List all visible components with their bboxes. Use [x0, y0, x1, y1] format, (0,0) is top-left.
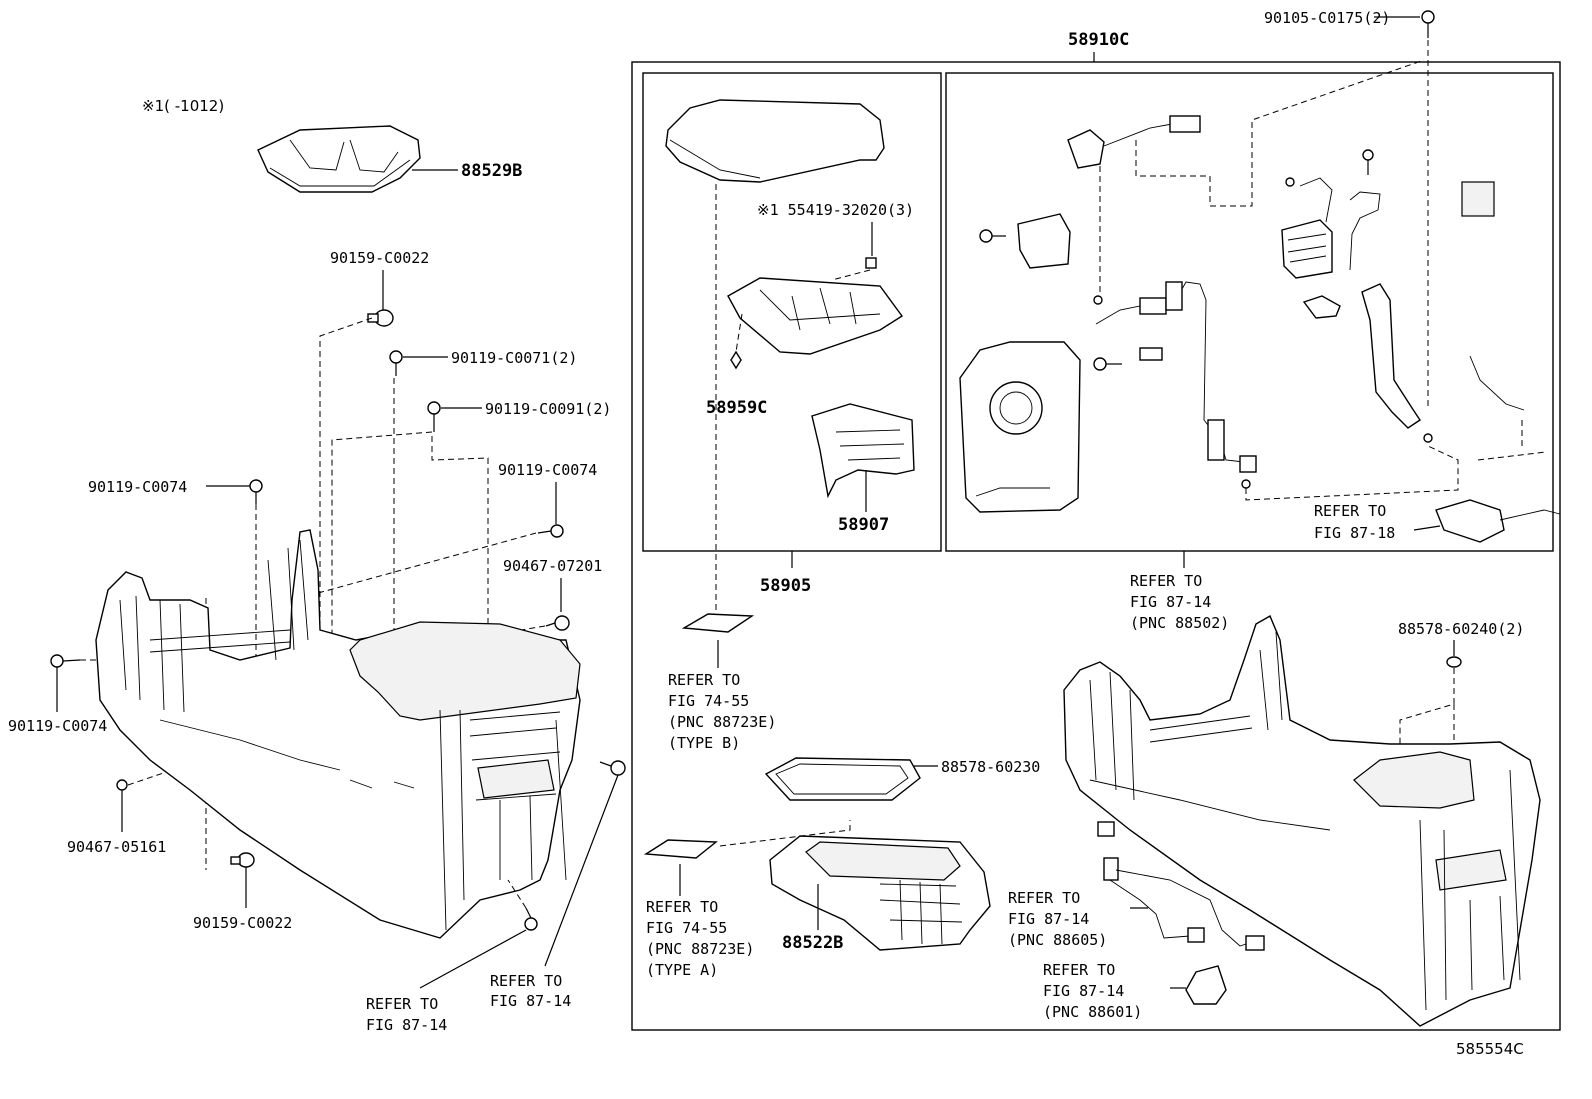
- clip-90159-top-part: [367, 309, 394, 327]
- label-90119-C0074-bottom: 90119-C0074: [8, 717, 107, 735]
- label-90467-05161: 90467-05161: [67, 838, 166, 856]
- switch-connector-part: [1067, 115, 1201, 169]
- clip-lower-center-part: [524, 907, 538, 931]
- hinge-plate-part: [727, 277, 904, 355]
- clip-90467-07201-part: [545, 615, 570, 631]
- refer-type-a-line4: (TYPE A): [646, 961, 718, 979]
- refer-88601-line2: FIG 87-14: [1043, 982, 1124, 1000]
- refer-left-line2: FIG 87-14: [366, 1016, 447, 1034]
- power-outlet-panel-part: [959, 341, 1081, 513]
- screw-bracket-part: [979, 229, 1006, 243]
- label-55419: ※1 55419-32020(3): [757, 201, 914, 219]
- aux-tube-part: [1302, 283, 1525, 429]
- panel-type-a-part: [643, 839, 718, 859]
- refer-type-b-line1: REFER TO: [668, 671, 740, 689]
- latch-58907-part: [811, 403, 915, 499]
- refer-87-18-line2: FIG 87-18: [1314, 524, 1395, 542]
- box-88522B-part: [769, 835, 991, 951]
- refer-88605-line1: REFER TO: [1008, 889, 1080, 907]
- refer-type-a-line2: FIG 74-55: [646, 919, 727, 937]
- assembly-right-frame: [945, 72, 1554, 552]
- screw-harness-part: [1093, 357, 1122, 371]
- panel-type-b-part: [681, 613, 755, 633]
- refer-88605-line2: FIG 87-14: [1008, 910, 1089, 928]
- refer-88502-line1: REFER TO: [1130, 572, 1202, 590]
- refer-88601-line3: (PNC 88601): [1043, 1003, 1142, 1021]
- label-58905: 58905: [760, 576, 811, 596]
- refer-88605-line3: (PNC 88605): [1008, 931, 1107, 949]
- screw-90119-C0074-bottom-part: [50, 654, 81, 668]
- grommet-mid-part: [1241, 479, 1251, 489]
- grommet-lower-part: [1423, 433, 1433, 443]
- label-58910C: 58910C: [1068, 30, 1129, 50]
- gasket-88578-60230-part: [764, 757, 921, 801]
- grommet-part: [1093, 295, 1103, 305]
- refer-87-18-line1: REFER TO: [1314, 502, 1386, 520]
- harness-88605-part: [1097, 821, 1265, 951]
- mat-88529B-part: [257, 125, 421, 193]
- cushion-88578-60240-part: [1446, 656, 1462, 668]
- armrest-lid-part: [665, 99, 885, 183]
- figure-id: 585554C: [1456, 1040, 1524, 1058]
- screw-usb-part: [1362, 149, 1374, 175]
- clip-lower-right-part: [599, 760, 626, 776]
- refer-mid-line2: FIG 87-14: [490, 992, 571, 1010]
- note-range-label: ※1( -1012): [142, 97, 224, 115]
- bracket-left-part: [1017, 213, 1071, 269]
- shift-plate-part: [1435, 499, 1561, 543]
- label-90467-07201: 90467-07201: [503, 557, 602, 575]
- refer-88502-line2: FIG 87-14: [1130, 593, 1211, 611]
- screw-90105-C0175-part: [1421, 10, 1435, 38]
- assembly-58910C-frame: [631, 61, 1561, 1031]
- clip-90467-05161-part: [116, 779, 128, 791]
- refer-type-b-line4: (TYPE B): [668, 734, 740, 752]
- label-pad-part: [1461, 181, 1495, 217]
- label-90119-C0074-left: 90119-C0074: [88, 478, 187, 496]
- pad-55419-part: [865, 257, 877, 269]
- label-90119-C0071: 90119-C0071(2): [451, 349, 577, 367]
- clip-58959C-part: [730, 350, 742, 370]
- clamp-part: [1139, 347, 1163, 361]
- screw-90119-C0074-mid-part: [537, 524, 564, 538]
- usb-module-part: [1281, 177, 1381, 279]
- screw-90119-C0091-part: [427, 401, 441, 432]
- center-console-body-left-part: [95, 529, 581, 939]
- refer-left-line1: REFER TO: [366, 995, 438, 1013]
- label-88522B: 88522B: [782, 933, 843, 953]
- label-88578-60240: 88578-60240(2): [1398, 620, 1524, 638]
- center-console-body-right-part: [1063, 614, 1541, 1027]
- label-88578-60230: 88578-60230: [941, 758, 1040, 776]
- refer-mid-line1: REFER TO: [490, 972, 562, 990]
- refer-type-a-line3: (PNC 88723E): [646, 940, 754, 958]
- label-90119-C0074-mid: 90119-C0074: [498, 461, 597, 479]
- wiring-harness-part: [1095, 281, 1257, 473]
- screw-90119-C0071-part: [389, 350, 403, 376]
- label-90159-C0022-top: 90159-C0022: [330, 249, 429, 267]
- screw-90119-C0074-left-part: [249, 479, 263, 504]
- label-58959C: 58959C: [706, 398, 767, 418]
- refer-type-a-line1: REFER TO: [646, 898, 718, 916]
- label-88529B: 88529B: [461, 161, 522, 181]
- label-90119-C0091: 90119-C0091(2): [485, 400, 611, 418]
- label-90105-C0175: 90105-C0175(2): [1264, 9, 1390, 27]
- grommet-top-part: [1285, 177, 1295, 187]
- refer-type-b-line3: (PNC 88723E): [668, 713, 776, 731]
- label-58907: 58907: [838, 515, 889, 535]
- connector-88601-part: [1185, 965, 1227, 1005]
- refer-88502-line3: (PNC 88502): [1130, 614, 1229, 632]
- clip-90159-bottom-part: [230, 852, 255, 868]
- refer-type-b-line2: FIG 74-55: [668, 692, 749, 710]
- label-90159-C0022-bottom: 90159-C0022: [193, 914, 292, 932]
- refer-88601-line1: REFER TO: [1043, 961, 1115, 979]
